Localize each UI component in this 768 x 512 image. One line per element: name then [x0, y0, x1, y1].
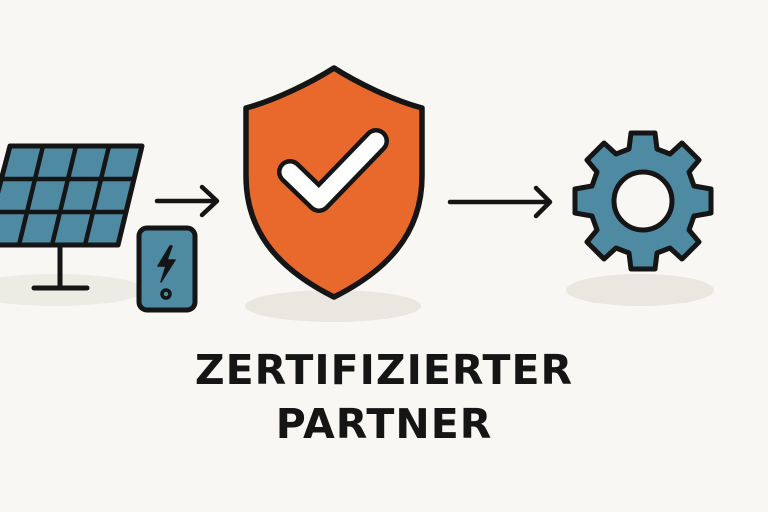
shield-shadow: [245, 290, 421, 322]
phone-charging-icon: [136, 225, 198, 313]
shield-check-icon: [243, 65, 425, 300]
arrow-right-icon: [447, 185, 553, 219]
gear-shadow: [566, 274, 714, 306]
arrow-right-icon: [154, 184, 220, 218]
caption-line-2: PARTNER: [275, 400, 493, 448]
caption-line-1: ZERTIFIZIERTER: [194, 346, 574, 394]
solar-panel-icon: [0, 143, 145, 291]
gear-icon: [572, 130, 714, 272]
